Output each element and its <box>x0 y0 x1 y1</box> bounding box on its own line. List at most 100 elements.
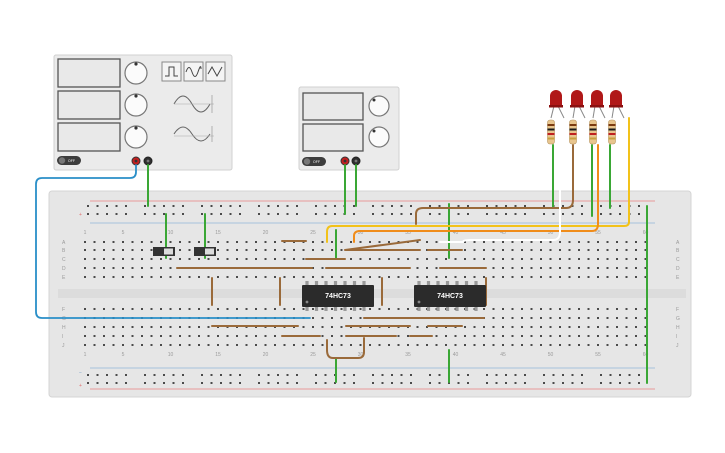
breadboard-hole[interactable] <box>521 241 523 243</box>
breadboard-hole[interactable] <box>521 267 523 269</box>
breadboard-hole[interactable] <box>93 267 96 269</box>
breadboard-hole[interactable] <box>625 276 628 278</box>
rail-hole[interactable] <box>600 213 602 215</box>
breadboard-hole[interactable] <box>473 241 476 243</box>
breadboard-hole[interactable] <box>207 335 210 337</box>
rail-hole[interactable] <box>239 213 241 215</box>
breadboard-hole[interactable] <box>283 276 286 278</box>
breadboard-hole[interactable] <box>587 344 590 346</box>
breadboard-hole[interactable] <box>198 335 200 337</box>
breadboard-hole[interactable] <box>93 344 96 346</box>
rail-hole[interactable] <box>353 382 355 384</box>
breadboard-hole[interactable] <box>559 326 561 328</box>
rail-hole[interactable] <box>628 382 631 384</box>
breadboard-hole[interactable] <box>521 326 523 328</box>
breadboard-hole[interactable] <box>483 326 485 328</box>
breadboard-hole[interactable] <box>84 267 86 269</box>
breadboard-hole[interactable] <box>540 276 542 278</box>
breadboard-hole[interactable] <box>179 258 181 260</box>
resistor-2[interactable] <box>569 119 577 145</box>
rail-hole[interactable] <box>524 374 526 376</box>
breadboard-hole[interactable] <box>521 308 523 310</box>
breadboard-hole[interactable] <box>293 308 295 310</box>
breadboard-hole[interactable] <box>274 258 276 260</box>
breadboard-hole[interactable] <box>93 258 96 260</box>
breadboard-hole[interactable] <box>397 335 400 337</box>
rail-hole[interactable] <box>267 205 270 207</box>
breadboard-hole[interactable] <box>416 276 419 278</box>
rail-hole[interactable] <box>581 382 583 384</box>
rail-hole[interactable] <box>334 205 336 207</box>
breadboard-hole[interactable] <box>540 317 542 319</box>
breadboard-hole[interactable] <box>492 317 495 319</box>
breadboard-hole[interactable] <box>568 326 571 328</box>
breadboard-hole[interactable] <box>578 267 580 269</box>
breadboard-hole[interactable] <box>350 241 352 243</box>
breadboard-hole[interactable] <box>312 326 314 328</box>
rail-hole[interactable] <box>353 213 355 215</box>
breadboard-hole[interactable] <box>274 249 276 251</box>
breadboard-hole[interactable] <box>112 249 115 251</box>
breadboard-hole[interactable] <box>198 258 200 260</box>
breadboard-hole[interactable] <box>321 344 324 346</box>
led-3[interactable] <box>590 90 606 119</box>
breadboard-hole[interactable] <box>511 308 514 310</box>
breadboard-hole[interactable] <box>616 335 618 337</box>
breadboard-hole[interactable] <box>84 326 86 328</box>
breadboard-hole[interactable] <box>359 344 362 346</box>
breadboard-hole[interactable] <box>559 258 561 260</box>
breadboard-hole[interactable] <box>644 276 647 278</box>
breadboard-hole[interactable] <box>302 308 305 310</box>
led-1[interactable] <box>549 90 565 119</box>
breadboard-hole[interactable] <box>407 276 409 278</box>
rail-hole[interactable] <box>552 374 555 376</box>
function-generator[interactable]: OFF <box>53 54 233 171</box>
rail-hole[interactable] <box>457 374 460 376</box>
rail-hole[interactable] <box>600 205 602 207</box>
rail-hole[interactable] <box>495 205 498 207</box>
rail-hole[interactable] <box>153 205 156 207</box>
breadboard-hole[interactable] <box>160 344 162 346</box>
breadboard-hole[interactable] <box>331 276 333 278</box>
breadboard-hole[interactable] <box>511 258 514 260</box>
breadboard-hole[interactable] <box>473 326 476 328</box>
breadboard-hole[interactable] <box>540 335 542 337</box>
rail-hole[interactable] <box>144 205 146 207</box>
breadboard-hole[interactable] <box>473 335 476 337</box>
breadboard-hole[interactable] <box>502 335 504 337</box>
rail-hole[interactable] <box>353 205 355 207</box>
rail-hole[interactable] <box>201 382 203 384</box>
breadboard-hole[interactable] <box>293 276 295 278</box>
breadboard-hole[interactable] <box>426 344 428 346</box>
breadboard-hole[interactable] <box>635 276 637 278</box>
breadboard-hole[interactable] <box>644 249 647 251</box>
breadboard-hole[interactable] <box>464 241 466 243</box>
breadboard-hole[interactable] <box>644 326 647 328</box>
wire-yellow[interactable] <box>326 117 630 243</box>
breadboard-hole[interactable] <box>616 241 618 243</box>
rail-hole[interactable] <box>543 382 545 384</box>
breadboard-hole[interactable] <box>578 276 580 278</box>
breadboard-hole[interactable] <box>150 344 153 346</box>
breadboard-hole[interactable] <box>568 241 571 243</box>
rail-hole[interactable] <box>144 382 146 384</box>
breadboard-hole[interactable] <box>388 276 390 278</box>
rail-hole[interactable] <box>638 374 640 376</box>
breadboard-hole[interactable] <box>568 249 571 251</box>
breadboard-hole[interactable] <box>207 241 210 243</box>
wire-blue-fg-signal[interactable] <box>35 164 311 319</box>
breadboard-hole[interactable] <box>426 258 428 260</box>
rail-hole[interactable] <box>467 205 469 207</box>
rail-hole[interactable] <box>410 374 412 376</box>
rail-hole[interactable] <box>106 382 108 384</box>
rail-hole[interactable] <box>505 382 507 384</box>
breadboard-hole[interactable] <box>179 241 181 243</box>
breadboard-hole[interactable] <box>587 308 590 310</box>
breadboard-hole[interactable] <box>169 344 172 346</box>
breadboard-hole[interactable] <box>502 308 504 310</box>
breadboard-hole[interactable] <box>255 258 257 260</box>
breadboard-hole[interactable] <box>331 308 333 310</box>
rail-hole[interactable] <box>514 374 517 376</box>
breadboard-hole[interactable] <box>264 258 267 260</box>
rail-hole[interactable] <box>277 374 279 376</box>
